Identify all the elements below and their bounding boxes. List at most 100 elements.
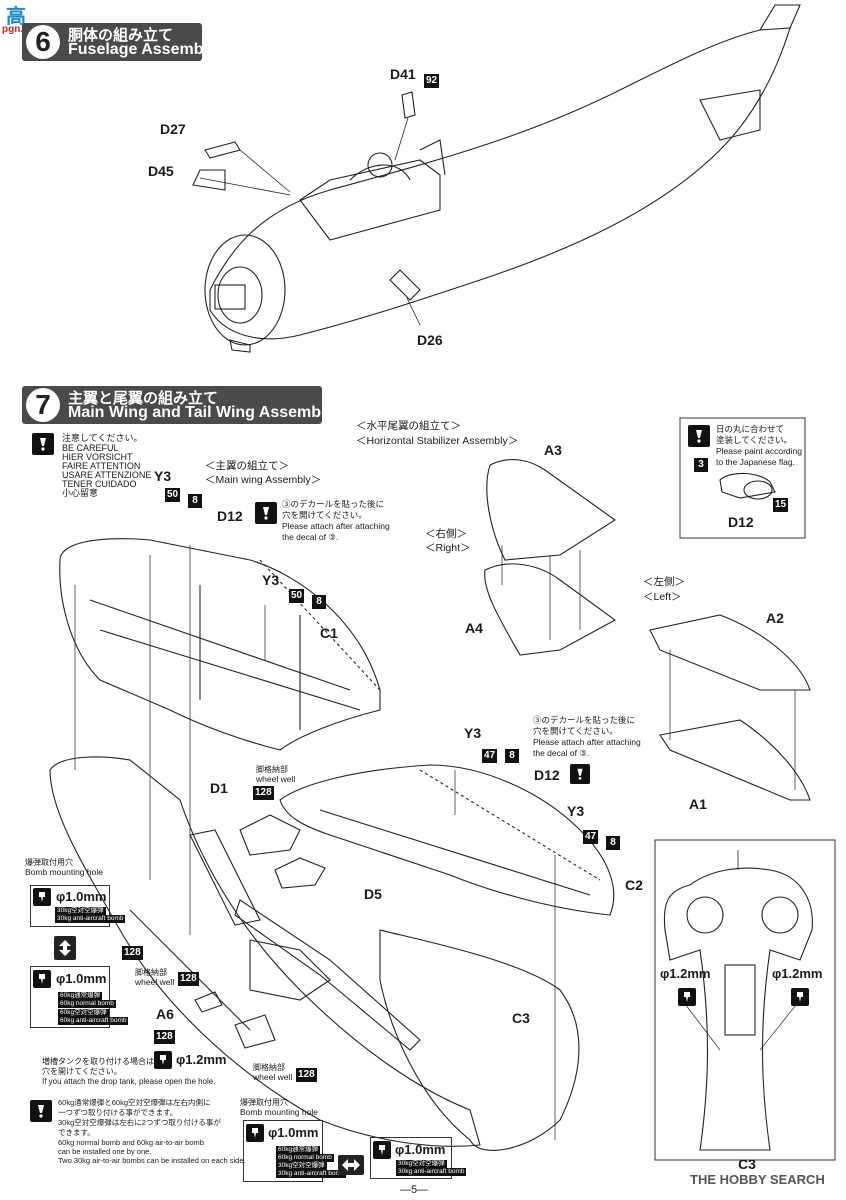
bomb-chip: 60kg通常爆弾 [58,992,103,1000]
part-d12-b: D12 [534,767,560,783]
drill-icon [33,888,51,906]
caution-line: 小心留意 [62,488,99,498]
color-badge: 8 [312,595,326,609]
paint-icon [570,764,590,784]
decal-note-2-line3: Please attach after attaching [533,737,641,747]
left-label-jp: ＜左側＞ [643,576,685,588]
bomb-chip: 30kg空対空爆弾 [55,907,106,915]
watermark-logo: 高 [6,4,26,28]
bomb-note-line6: can be installed one by one. [58,1147,152,1156]
fuselage-drawing [192,4,801,353]
caution-line: BE CAREFUL [62,443,119,453]
part-a6: A6 [156,1006,174,1022]
left-label-en: ＜Left＞ [643,591,682,603]
paint-note-line2: 塗装してください。 [716,435,792,445]
decal-note-2-line1: ③のデカールを貼った後に [533,715,636,725]
drill-box-4 [243,1120,323,1182]
part-a4: A4 [465,620,483,636]
drill-size-7: φ1.2mm [772,966,823,981]
bomb-chip: 60kg normal bomb [58,1000,116,1008]
step7-header: 7 主翼と尾翼の組み立て Main Wing and Tail Wing Ass… [22,386,334,424]
color-badge: 8 [188,494,202,508]
bomb-hole-2-en: Bomb mounting hole [240,1107,318,1117]
drop-tank-line2: 穴を開けてください。 [42,1067,122,1076]
bomb-hole-2-jp: 爆弾取付用穴 [240,1098,288,1107]
bomb-chip: 30kg anti-aircraft bomb [55,915,126,923]
drill-size-2: φ1.0mm [56,971,107,986]
step6-title-en: Fuselage Assembly [68,41,217,58]
decal-note-1-line2: 穴を開けてください。 [282,510,367,520]
decal-note-1-icon [255,502,277,524]
right-lower-wing-drawing [379,770,580,1151]
drop-tank-line3: If you attach the drop tank, please open… [42,1077,216,1086]
part-d1: D1 [210,780,228,796]
step7-number: 7 [26,388,60,422]
color-badge: 8 [505,749,519,763]
wheel-well-3-jp: 脚格納部 [253,1063,285,1072]
drill-size-3: φ1.2mm [176,1052,227,1067]
drop-tank-line1: 増槽タンクを取り付ける場合は [42,1057,154,1066]
page-number: ―5― [400,1184,429,1196]
bomb-chip: 60kg normal bomb [276,1154,334,1162]
part-d27: D27 [160,121,186,137]
bomb-note-line3: 30kg空対空爆弾は左右に2つずつ取り付ける事が [58,1118,221,1127]
decal-note-1-line4: the decal of ③. [282,532,339,542]
drill-size-4: φ1.0mm [268,1125,319,1140]
part-c2: C2 [625,877,643,893]
part-y3-b: Y3 [262,572,280,588]
bomb-chip: 30kg anti-aircraft bomb [276,1170,347,1178]
drill-size-6: φ1.2mm [660,966,711,981]
color-badge: 3 [694,458,708,472]
bomb-chip: 30kg anti-aircraft bomb [396,1168,467,1176]
drill-box-5 [370,1137,452,1179]
bomb-note-line4: できます。 [58,1128,95,1137]
part-d26: D26 [417,332,443,348]
paint-note-line4: to the Japanese flag. [716,457,795,467]
part-y3-a: Y3 [154,468,172,484]
part-c3: C3 [512,1010,530,1026]
step6-number: 6 [26,25,60,59]
bomb-note-line5: 60kg normal bomb and 60kg air-to-air bom… [58,1138,204,1147]
caution-line: USARE ATTENZIONE [62,470,152,480]
color-badge: 128 [178,972,199,986]
bomb-note-line2: 一つずつ取り付ける事ができます。 [58,1108,178,1117]
drill-size-5: φ1.0mm [395,1142,446,1157]
part-c3-bottom: C3 [738,1156,756,1172]
color-badge: 8 [606,836,620,850]
color-badge: 128 [296,1068,317,1082]
color-badge: 47 [482,749,498,763]
horizontal-title-en: ＜Horizontal Stabilizer Assembly＞ [356,435,519,447]
step6-title-jp: 胴体の組み立て [68,27,174,44]
decal-note-1-line3: Please attach after attaching [282,521,390,531]
drill-icon [246,1124,264,1142]
drill-box-1 [30,885,110,927]
part-a2: A2 [766,610,784,626]
drill-box-2 [30,966,110,1028]
arrow-left-right-icon [338,1155,364,1175]
bomb-chip: 60kg空対空爆弾 [58,1009,109,1017]
right-upper-wing-drawing [279,764,615,916]
left-upper-wing-drawing [59,538,381,751]
part-d12-a: D12 [217,508,243,524]
paint-icon [688,425,710,447]
part-y3-c: Y3 [464,725,482,741]
drill-icon [373,1141,391,1159]
c3-fuselage-bottom-drawing [663,850,813,1151]
step7-title-jp: 主翼と尾翼の組み立て [68,390,219,407]
part-d41: D41 [390,66,416,82]
part-a3: A3 [544,442,562,458]
color-badge: 128 [253,786,274,800]
wheel-well-parts-drawing [189,814,421,1051]
part-d5: D5 [364,886,382,902]
wheel-well-3-en: wheel well [253,1072,293,1082]
right-label-jp: ＜右側＞ [425,528,467,540]
d12-inset-drawing [719,472,776,500]
bomb-hole-1-en: Bomb mounting hole [25,867,103,877]
bomb-note-line1: 60kg通常爆弾と60kg空対空爆弾は左右内側に [58,1098,211,1107]
decal-note-2-line2: 穴を開けてください。 [533,726,618,736]
part-d12-inset: D12 [728,514,754,530]
footer-watermark: THE HOBBY SEARCH [690,1172,825,1187]
caution-icon [32,433,54,455]
caution-line: FAIRE ATTENTION [62,461,141,471]
